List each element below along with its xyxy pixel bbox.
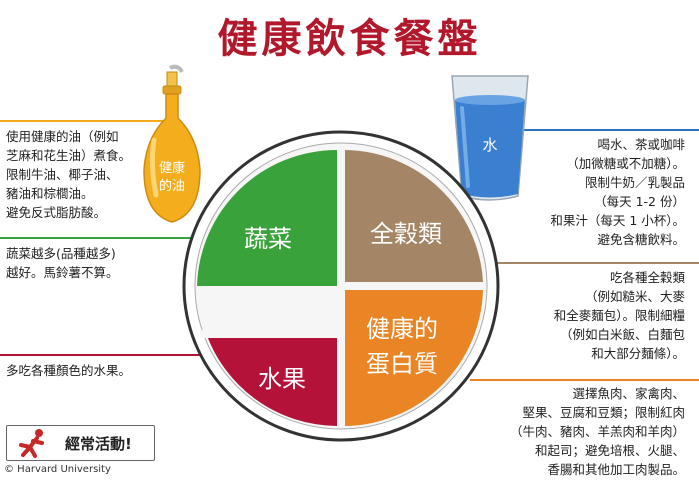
oil-note-line: 芝麻和花生油）煮食。	[6, 148, 132, 163]
copyright-credit: © Harvard University	[4, 464, 111, 475]
oil-leader-line	[0, 120, 165, 122]
water-note-line: （加微糖或不加糖）。	[566, 156, 685, 171]
grains-note-line: 和大部分麵條）。	[591, 346, 685, 361]
fruits-note: 多吃各種顏色的水果。	[6, 361, 131, 380]
fruits-section	[205, 294, 337, 426]
vegetables-section	[197, 149, 337, 286]
water-glass-icon: 水	[451, 75, 529, 201]
grains-note-line: （例如糙米、大麥	[584, 289, 685, 304]
oil-label: 的油	[159, 178, 185, 194]
protein-label: 健康的	[366, 315, 438, 343]
fruits-label: 水果	[258, 365, 306, 393]
protein-section	[345, 290, 483, 426]
protein-note-line: 堅果、豆腐和豆類；限制紅肉	[522, 405, 685, 420]
stay-active-label: 經常活動!	[65, 435, 132, 453]
grains-note-line: 和全麥麵包）。限制細糧	[553, 308, 685, 323]
water-note: 喝水、茶或咖啡 （加微糖或不加糖）。 限制牛奶／乳製品 （每天 1-2 份） 和…	[550, 135, 685, 249]
runner-icon	[19, 429, 44, 458]
protein-note-line: 選擇魚肉、家禽肉、	[572, 386, 685, 401]
oil-label: 健康	[159, 160, 185, 176]
protein-note: 選擇魚肉、家禽肉、 堅果、豆腐和豆類；限制紅肉 （牛肉、豬肉、羊羔肉和羊肉） 和…	[510, 384, 685, 479]
vegetables-note-line: 蔬菜越多(品種越多)	[6, 246, 116, 261]
grains-leader-line	[470, 262, 699, 264]
water-note-line: 和果汁（每天 1 小杯）。	[550, 213, 685, 228]
protein-label: 蛋白質	[366, 350, 438, 378]
grains-note-line: 吃各種全穀類	[609, 270, 685, 285]
oil-note-line: 限制牛油、椰子油、	[6, 167, 119, 182]
oil-note-line: 避免反式脂肪酸。	[6, 205, 107, 220]
water-note-line: 避免含糖飲料。	[597, 232, 685, 247]
vegetables-leader-line	[0, 237, 225, 239]
water-note-line: 喝水、茶或咖啡	[597, 137, 685, 152]
vegetables-note-line: 越好。馬鈴薯不算。	[6, 265, 119, 280]
protein-note-line: 和起司；避免培根、火腿、	[534, 443, 685, 458]
stay-active-badge: 經常活動!	[6, 425, 155, 461]
grains-label: 全穀類	[370, 220, 442, 248]
grains-note: 吃各種全穀類 （例如糙米、大麥 和全麥麵包）。限制細糧 （例如白米飯、白麵包 和…	[554, 268, 685, 363]
vegetables-note: 蔬菜越多(品種越多) 越好。馬鈴薯不算。	[6, 244, 119, 282]
oil-note-line: 使用健康的油（例如	[6, 129, 119, 144]
protein-note-line: （牛肉、豬肉、羊羔肉和羊肉）	[509, 424, 685, 439]
water-label: 水	[482, 136, 497, 154]
water-leader-line	[520, 129, 699, 131]
page-title: 健康飲食餐盤	[217, 15, 482, 62]
plate: 蔬菜 全穀類 水果 健康的 蛋白質	[182, 130, 500, 442]
fruits-note-line: 多吃各種顏色的水果。	[6, 363, 132, 378]
oil-note: 使用健康的油（例如 芝麻和花生油）煮食。 限制牛油、椰子油、 豬油和棕櫚油。 避…	[6, 127, 131, 222]
protein-leader-line	[470, 379, 699, 381]
fruits-leader-line	[0, 354, 230, 356]
oil-bottle-icon: 健康 的油	[143, 64, 201, 223]
water-note-line: （每天 1-2 份）	[594, 194, 685, 209]
oil-note-line: 豬油和棕櫚油。	[6, 186, 94, 201]
protein-note-line: 香腸和其他加工肉製品。	[547, 462, 685, 477]
grains-section	[345, 150, 483, 282]
grains-note-line: （例如白米飯、白麵包	[559, 327, 685, 342]
water-note-line: 限制牛奶／乳製品	[584, 175, 685, 190]
vegetables-label: 蔬菜	[244, 225, 292, 253]
